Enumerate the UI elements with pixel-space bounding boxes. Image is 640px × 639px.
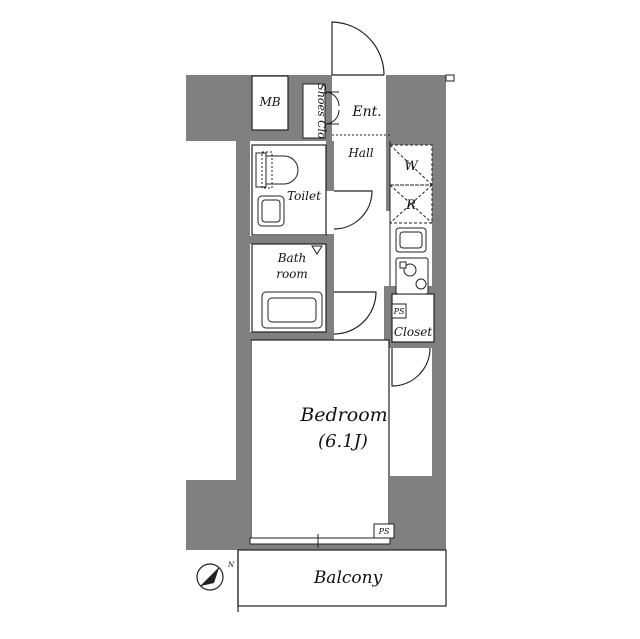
- mb-label: MB: [258, 95, 280, 109]
- kitchen-column: [389, 141, 433, 286]
- bath-label-line2: room: [276, 267, 308, 281]
- compass-icon: [196, 563, 224, 591]
- balcony-window: [249, 534, 391, 548]
- bathtub-fixture: [261, 245, 323, 329]
- refrigerator-label: R: [405, 198, 416, 213]
- entrance-label: Ent.: [351, 104, 381, 120]
- compass-north-label: N: [227, 561, 235, 569]
- balcony-label: Balcony: [313, 568, 383, 588]
- kitchen-stove: [395, 257, 429, 295]
- bath-door: [333, 291, 377, 335]
- closet-label: Closet: [394, 325, 433, 339]
- pipe-space-label-upper: PS: [393, 307, 405, 316]
- balcony-area: [237, 549, 447, 612]
- entrance-door: [331, 21, 385, 76]
- washer-label: W: [404, 159, 419, 174]
- hall-label: Hall: [347, 146, 373, 160]
- closet-door: [391, 347, 431, 387]
- bath-label-line1: Bath: [277, 251, 307, 265]
- bedroom-label: Bedroom: [299, 404, 387, 426]
- shoes-closet-label: Shoes Clo: [315, 83, 328, 139]
- toilet-fixture: [255, 151, 299, 227]
- pipe-space-label-lower: PS: [378, 527, 390, 536]
- toilet-door: [333, 190, 373, 230]
- kitchen-sink: [395, 227, 427, 253]
- toilet-label: Toilet: [287, 189, 321, 203]
- shoes-closet: [302, 83, 340, 139]
- bedroom-size-label: (6.1J): [318, 431, 368, 452]
